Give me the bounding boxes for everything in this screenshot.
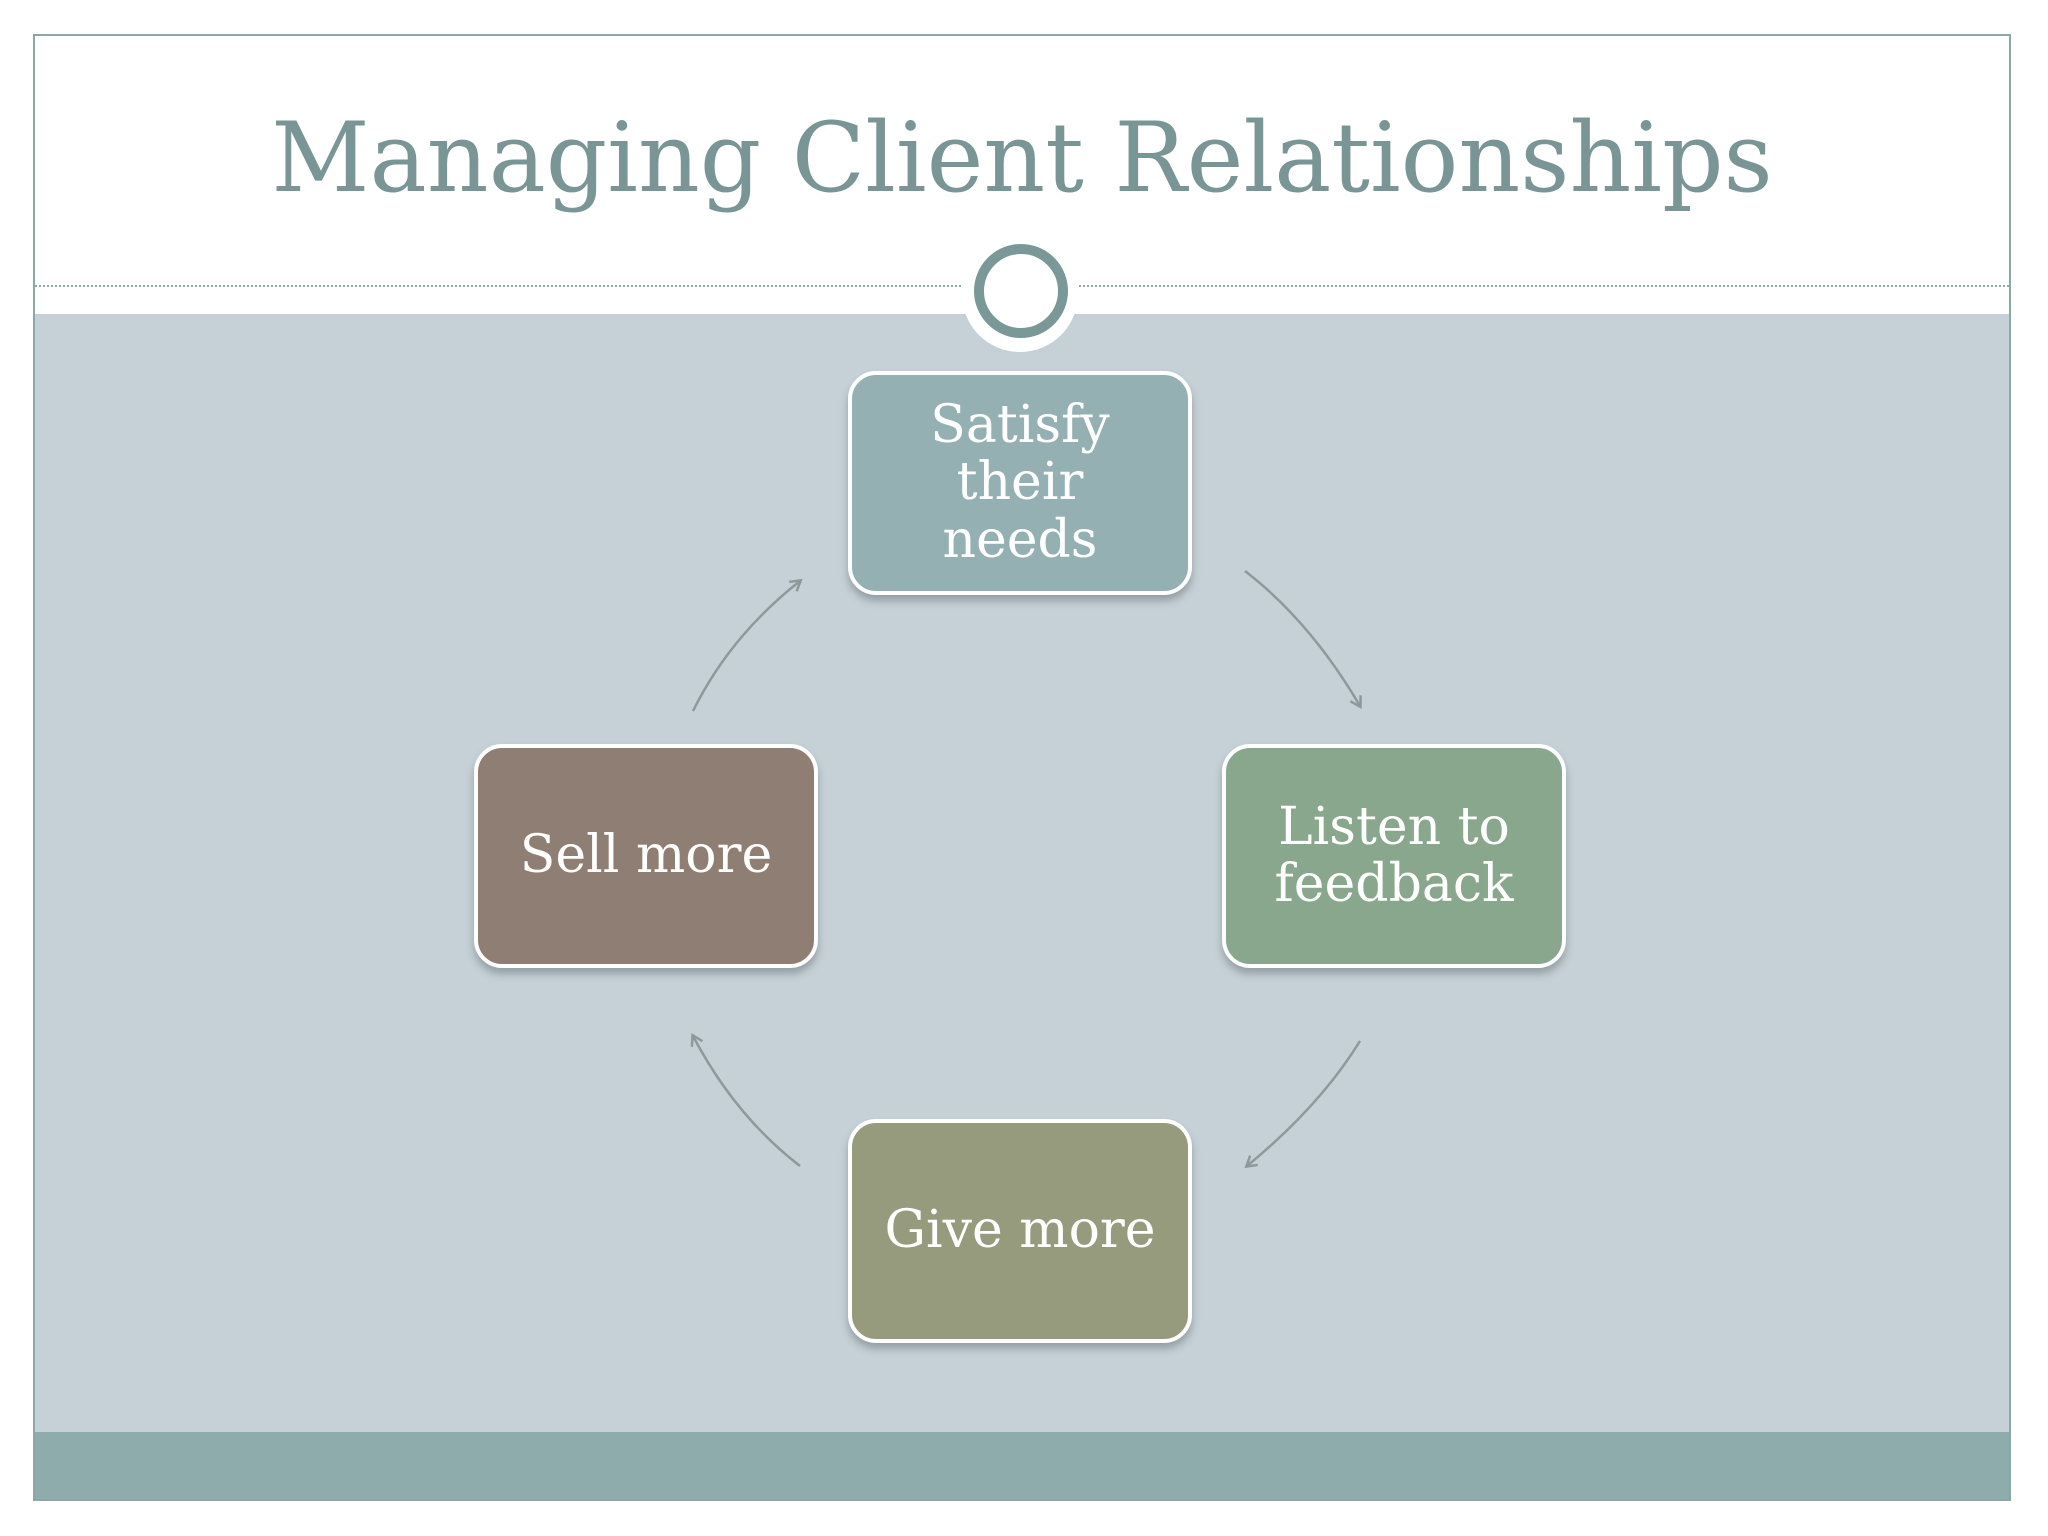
node-label: Sell more bbox=[519, 825, 773, 886]
node-give-more: Give more bbox=[848, 1119, 1192, 1343]
arrow-bottom-to-left bbox=[693, 1036, 801, 1167]
node-sell-more: Sell more bbox=[474, 744, 818, 968]
circle-ring bbox=[974, 244, 1068, 338]
arrow-left-to-top bbox=[691, 581, 800, 712]
cycle-arrows bbox=[35, 570, 2011, 1501]
node-satisfy-needs: Satisfy their needs bbox=[848, 371, 1192, 595]
node-label: Satisfy their needs bbox=[930, 395, 1110, 570]
node-label: Listen to feedback bbox=[1274, 796, 1514, 914]
node-label: Give more bbox=[884, 1200, 1156, 1261]
slide-title: Managing Client Relationships bbox=[271, 102, 1773, 214]
footer-band bbox=[35, 1432, 2009, 1499]
circle-ornament-icon bbox=[962, 236, 1078, 352]
slide: Managing Client Relationships Satisfy th… bbox=[33, 34, 2011, 1501]
arrow-right-to-bottom bbox=[1247, 1040, 1362, 1166]
node-listen-feedback: Listen to feedback bbox=[1222, 744, 1566, 968]
arrow-top-to-right bbox=[1244, 570, 1360, 706]
